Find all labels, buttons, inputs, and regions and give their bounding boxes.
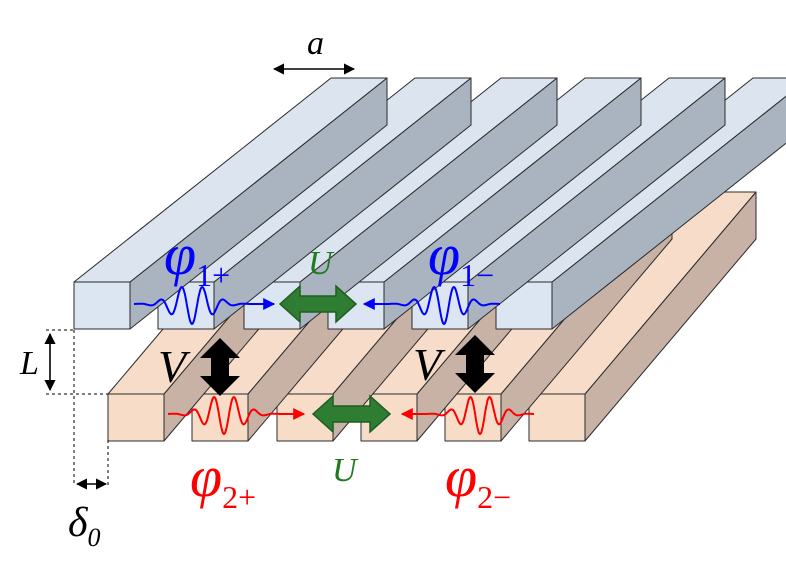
vertical-coupling-left: V [158,338,240,396]
top-waveguide-layer [73,77,786,330]
label-a: a [307,25,324,62]
wave-packets [134,285,534,436]
wave-packet-phi2-plus [168,395,280,436]
waveguide-front-face [73,281,131,330]
phi-symbol: φ [428,222,460,287]
waveguide-bar [528,191,757,442]
waveguide-front-face [107,393,165,442]
label-phi2-minus: φ2− [445,444,511,515]
separation-dimension: L [19,329,109,485]
vertical-coupling-right: V [413,335,495,393]
period-dimension: a [272,25,356,75]
label-U-top: U [308,245,335,282]
label-delta: δ0 [68,500,101,552]
double-arrow-horizontal-icon [311,394,392,434]
phi2-minus-subscript: 2− [477,479,511,515]
label-L: L [19,345,39,382]
label-U-bottom: U [332,452,359,489]
wave-packet-phi1-minus [388,285,500,326]
double-arrow-vertical-icon [455,335,495,393]
delta-subscript: 0 [88,523,101,552]
double-arrow-vertical-icon [200,338,240,396]
horizontal-coupling-bottom: U [311,394,392,489]
label-phi1-plus: φ1+ [164,222,230,293]
waveguide-bar [73,77,388,330]
phi1-plus-subscript: 1+ [196,257,230,293]
phi-symbol: φ [445,444,477,509]
offset-dimension: δ0 [68,478,108,552]
phi1-minus-subscript: 1− [460,257,494,293]
wave-packet-phi2-minus [426,395,534,436]
phi-symbol: φ [164,222,196,287]
phi2-plus-subscript: 2+ [222,479,256,515]
waveguide-front-face [528,393,586,442]
label-phi1-minus: φ1− [428,222,494,293]
wave-packet-phi1-plus [134,285,250,326]
delta-symbol: δ [68,500,89,546]
label-V-left: V [158,341,191,392]
horizontal-coupling-top: U [278,245,358,324]
label-V-right: V [413,339,446,390]
label-phi2-plus: φ2+ [190,444,256,515]
double-arrow-horizontal-icon [278,284,358,324]
phi-symbol: φ [190,444,222,509]
